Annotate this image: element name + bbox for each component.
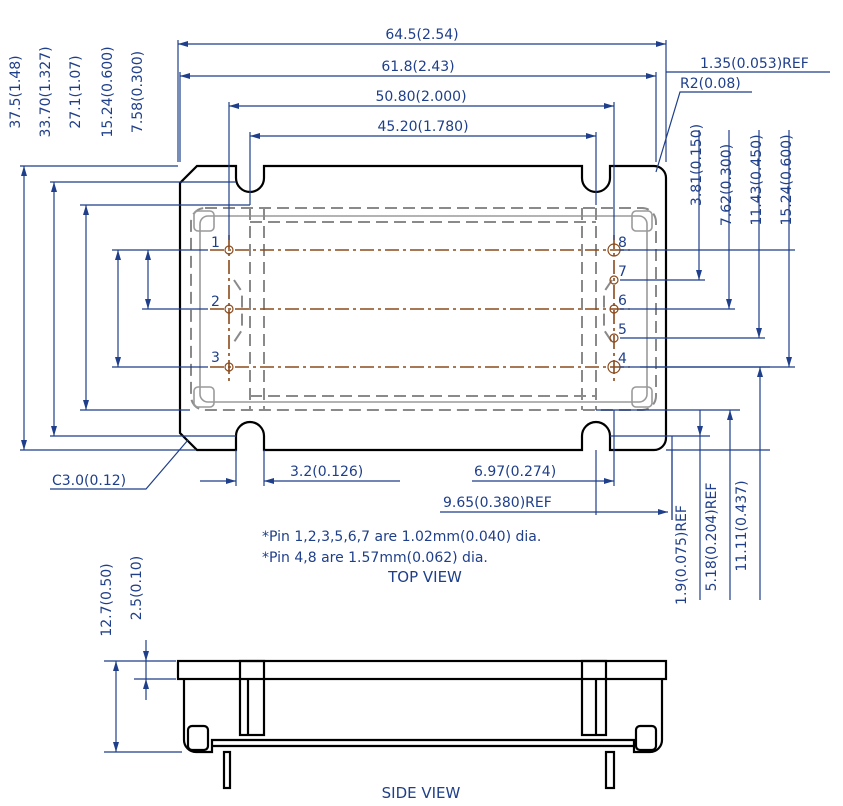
- pin-2: [224, 304, 234, 314]
- pin-label: 6: [618, 293, 627, 309]
- side-body: [182, 679, 664, 754]
- right-dimension-7-62: 7.62(0.300): [719, 144, 735, 226]
- pin-pitch-dimension: 7.58(0.300): [130, 51, 146, 133]
- radius-dimension: R2(0.08): [680, 76, 741, 92]
- side-view-label: SIDE VIEW: [382, 784, 461, 802]
- right-dimension-15-24: 15.24(0.600): [779, 134, 795, 225]
- pin-label: 3: [211, 350, 220, 366]
- pin-3: [224, 362, 234, 372]
- ref-dimension-1-9: 1.9(0.075)REF: [674, 505, 690, 605]
- overall-width-dimension: 64.5(2.54): [385, 27, 458, 43]
- pin-label: 5: [618, 322, 627, 338]
- slot-span-dimension: 45.20(1.780): [377, 119, 468, 135]
- pin-5: [609, 333, 619, 343]
- standoff-left: [238, 659, 266, 737]
- right-dimension-3-81: 3.81(0.150): [689, 124, 705, 206]
- ref-dimension-5-18: 5.18(0.204)REF: [704, 483, 720, 592]
- pin-6: [609, 304, 619, 314]
- side-view: 12.7(0.50) 2.5(0.10) SIDE VIEW: [99, 556, 668, 802]
- pin-label: 1: [211, 235, 220, 251]
- pin-note-small: *Pin 1,2,3,5,6,7 are 1.02mm(0.040) dia.: [262, 529, 541, 545]
- height-dimension: 37.5(1.48): [8, 55, 24, 128]
- side-top-plate: [176, 659, 668, 681]
- side-height-dimension: 12.7(0.50): [99, 563, 115, 636]
- pin-numbers: 1 2 3 8 7 6 5 4: [211, 235, 627, 367]
- side-corner-right: [634, 724, 658, 752]
- pins: [224, 243, 621, 374]
- top-dimension-lines: [177, 40, 830, 240]
- bottom-dimension-lines: [50, 410, 668, 515]
- ref-dimension: 1.35(0.053)REF: [700, 56, 809, 72]
- bottom-right-dimension-lines: [596, 366, 770, 600]
- left-dimension-lines: [20, 165, 250, 451]
- ref-dimension-9-65: 9.65(0.380)REF: [443, 495, 552, 511]
- pin-1: [224, 245, 234, 255]
- top-view-label: TOP VIEW: [387, 568, 462, 586]
- standoff-right: [580, 659, 608, 737]
- side-dimension-lines: [104, 640, 182, 753]
- pin-label: 7: [618, 264, 627, 280]
- side-plate-dimension: 2.5(0.10): [129, 556, 145, 620]
- pin-label: 8: [618, 235, 627, 251]
- pin-centerlines: [210, 235, 630, 382]
- slot-height-dimension: 33.70(1.327): [38, 46, 54, 137]
- dimension-6-97: 6.97(0.274): [474, 464, 556, 480]
- top-view-outline: [178, 164, 668, 452]
- chamfer-dimension: C3.0(0.12): [52, 473, 126, 489]
- pin-7: [609, 275, 619, 285]
- pin-label: 4: [618, 351, 627, 367]
- right-dimension-11-43: 11.43(0.450): [749, 134, 765, 225]
- side-pin-right: [604, 750, 616, 790]
- top-view: 1 2 3 8 7 6 5 4: [8, 27, 830, 605]
- side-corner-left: [186, 724, 210, 752]
- pin-span-dimension: 50.80(2.000): [375, 89, 466, 105]
- dimension-11-11: 11.11(0.437): [734, 480, 750, 571]
- body-height-dimension: 27.1(1.07): [68, 55, 84, 128]
- dimension-3-2: 3.2(0.126): [290, 464, 363, 480]
- width-dimension: 61.8(2.43): [381, 59, 454, 75]
- side-pin-left: [222, 750, 232, 790]
- pin-note-large: *Pin 4,8 are 1.57mm(0.062) dia.: [262, 550, 488, 566]
- pin-label: 2: [211, 294, 220, 310]
- pin-row-span-dimension: 15.24(0.600): [100, 46, 116, 137]
